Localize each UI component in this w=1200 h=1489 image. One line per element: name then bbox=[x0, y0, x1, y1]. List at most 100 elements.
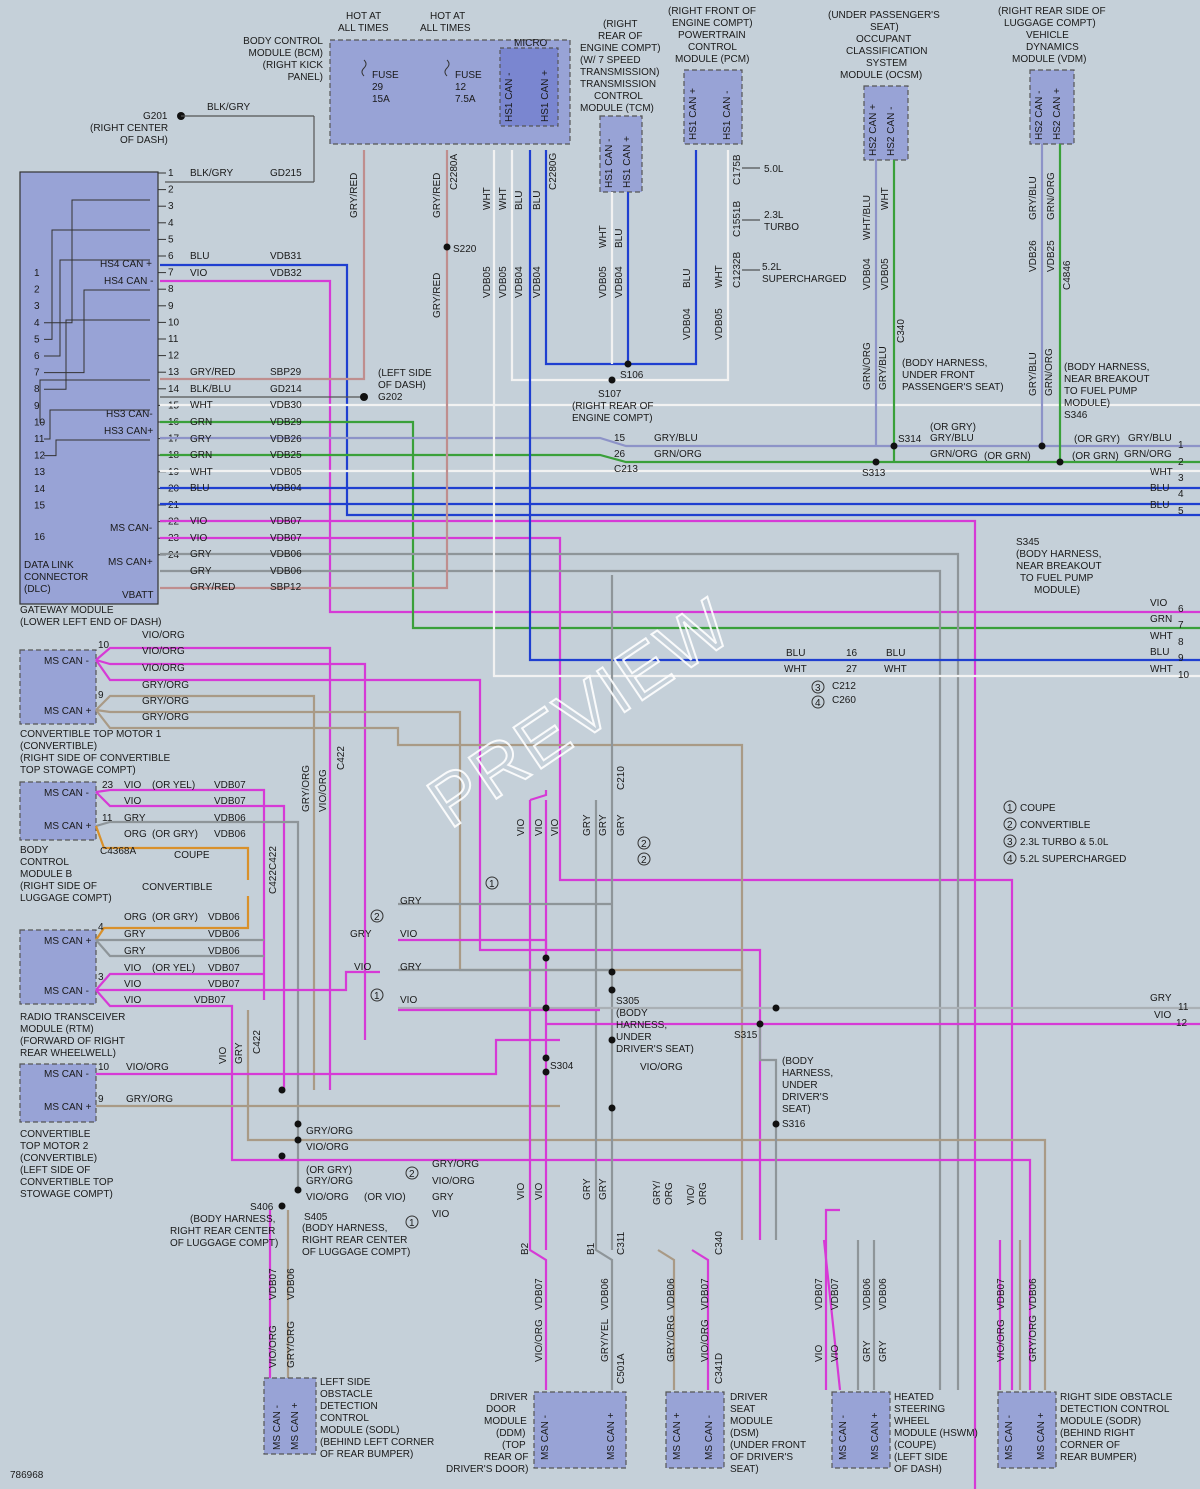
dlc-link bbox=[44, 229, 150, 340]
svg-text:WHT: WHT bbox=[598, 225, 609, 248]
svg-text:OBSTACLE: OBSTACLE bbox=[320, 1389, 373, 1400]
svg-text:BLU: BLU bbox=[786, 648, 805, 659]
svg-text:HS2 CAN +: HS2 CAN + bbox=[868, 104, 879, 156]
svg-text:S305: S305 bbox=[616, 996, 640, 1007]
svg-text:OF LUGGAGE COMPT): OF LUGGAGE COMPT) bbox=[302, 1247, 410, 1258]
svg-text:(OR YEL): (OR YEL) bbox=[152, 963, 195, 974]
svg-text:C340: C340 bbox=[896, 319, 907, 343]
svg-text:ORG: ORG bbox=[664, 1182, 675, 1205]
gateway-pin: 2 bbox=[168, 185, 174, 196]
wire-bcmb-vio-2 bbox=[95, 791, 286, 1090]
svg-text:(BODY HARNESS,: (BODY HARNESS, bbox=[1016, 549, 1101, 560]
svg-text:4: 4 bbox=[815, 698, 821, 709]
svg-text:(RIGHT REAR OF: (RIGHT REAR OF bbox=[572, 401, 653, 412]
gateway-pin: 19 bbox=[168, 467, 180, 478]
svg-text:GRY/RED: GRY/RED bbox=[432, 273, 443, 318]
svg-text:VDB07: VDB07 bbox=[214, 780, 246, 791]
svg-text:VDB04: VDB04 bbox=[682, 308, 693, 340]
trunk-vio-b bbox=[528, 800, 548, 1390]
pcm-box bbox=[683, 69, 743, 145]
svg-text:DRIVER'S SEAT): DRIVER'S SEAT) bbox=[616, 1044, 694, 1055]
svg-text:FUSE: FUSE bbox=[455, 70, 482, 81]
wire-vdb26-gry bbox=[160, 436, 1200, 448]
right-wire-color: BLU bbox=[1150, 500, 1169, 511]
svg-text:OF DASH): OF DASH) bbox=[378, 380, 426, 391]
conv-top-motor-1-title: CONVERTIBLE TOP MOTOR 1(CONVERTIBLE) (RI… bbox=[20, 729, 171, 776]
svg-text:HS2 CAN +: HS2 CAN + bbox=[1052, 88, 1063, 140]
svg-text:HS3 CAN+: HS3 CAN+ bbox=[104, 426, 153, 437]
svg-text:(LEFT SIDE: (LEFT SIDE bbox=[378, 368, 432, 379]
ocsm-box bbox=[863, 85, 909, 161]
svg-text:GRY: GRY bbox=[582, 1178, 593, 1200]
bcm-title: BODY CONTROL MODULE (BCM) (RIGHT KICK PA… bbox=[243, 36, 323, 83]
gateway-wire-color: BLU bbox=[190, 251, 209, 262]
dsm-box bbox=[665, 1391, 725, 1469]
conv-top-motor-2-box bbox=[19, 1063, 97, 1123]
svg-text:S315: S315 bbox=[734, 1030, 758, 1041]
svg-text:VIO/ORG: VIO/ORG bbox=[142, 646, 185, 657]
gateway-pin: 4 bbox=[168, 218, 174, 229]
svg-text:11: 11 bbox=[102, 813, 113, 824]
svg-text:VDB07: VDB07 bbox=[214, 796, 246, 807]
gateway-pin: 3 bbox=[168, 201, 174, 212]
svg-text:9: 9 bbox=[98, 690, 104, 701]
wire-vdb25-grn bbox=[160, 453, 1200, 464]
svg-text:(OR GRY): (OR GRY) bbox=[930, 422, 976, 433]
svg-text:VDB06: VDB06 bbox=[862, 1278, 873, 1310]
svg-text:VIO: VIO bbox=[124, 995, 141, 1006]
svg-text:VDB07: VDB07 bbox=[194, 995, 226, 1006]
svg-text:MS CAN -: MS CAN - bbox=[272, 1405, 283, 1450]
right-wire-number: 9 bbox=[1178, 653, 1184, 664]
svg-text:7.5A: 7.5A bbox=[455, 94, 476, 105]
svg-text:REAR BUMPER): REAR BUMPER) bbox=[1060, 1452, 1137, 1463]
svg-text:STEERING: STEERING bbox=[894, 1404, 945, 1415]
svg-text:C311: C311 bbox=[616, 1231, 627, 1255]
right-wire-color: VIO bbox=[1150, 598, 1167, 609]
svg-text:(COUPE): (COUPE) bbox=[894, 1440, 936, 1451]
wire-vdb31-blu bbox=[160, 263, 1200, 517]
svg-text:1: 1 bbox=[374, 991, 380, 1002]
svg-text:27: 27 bbox=[846, 664, 858, 675]
svg-text:MS CAN +: MS CAN + bbox=[672, 1412, 683, 1460]
svg-text:C213: C213 bbox=[614, 464, 638, 475]
svg-text:B2: B2 bbox=[520, 1242, 531, 1255]
svg-text:C4846: C4846 bbox=[1062, 260, 1073, 290]
svg-text:BLK/GRY: BLK/GRY bbox=[207, 102, 250, 113]
legend-number: 1 bbox=[1007, 803, 1013, 814]
svg-text:OF DRIVER'S: OF DRIVER'S bbox=[730, 1452, 793, 1463]
svg-text:DRIVER'S DOOR): DRIVER'S DOOR) bbox=[446, 1464, 528, 1475]
gateway-wire-color: BLU bbox=[190, 483, 209, 494]
svg-text:S220: S220 bbox=[453, 244, 477, 255]
svg-text:GRY/RED: GRY/RED bbox=[349, 173, 360, 218]
wire-vdb06-gry-b bbox=[160, 569, 942, 1390]
svg-text:C501A: C501A bbox=[616, 1353, 627, 1384]
wire-ctm1-gryorg-2 bbox=[95, 708, 744, 1240]
gateway-wire-circuit: VDB25 bbox=[270, 450, 302, 461]
top-wire-labels: GRY/RED GRY/RED GRY/RED C2280A C2280G WH… bbox=[349, 153, 1172, 706]
svg-text:MS CAN -: MS CAN - bbox=[44, 656, 89, 667]
svg-text:TO FUEL PUMP: TO FUEL PUMP bbox=[1064, 386, 1138, 397]
svg-text:OF DASH): OF DASH) bbox=[120, 135, 168, 146]
svg-text:VIO: VIO bbox=[218, 1047, 229, 1064]
dlc-pin: 9 bbox=[34, 401, 40, 412]
svg-text:WHT: WHT bbox=[884, 664, 907, 675]
engine-5-0: 5.0L bbox=[764, 164, 784, 175]
svg-text:GRY: GRY bbox=[124, 929, 146, 940]
svg-text:HS2 CAN -: HS2 CAN - bbox=[1034, 91, 1045, 140]
svg-text:G201: G201 bbox=[143, 111, 168, 122]
svg-text:HARNESS,: HARNESS, bbox=[616, 1020, 667, 1031]
svg-text:(BEHIND LEFT CORNER: (BEHIND LEFT CORNER bbox=[320, 1437, 434, 1448]
svg-text:HS1 CAN +: HS1 CAN + bbox=[622, 136, 633, 188]
svg-text:(RIGHT SIDE OF CONVERTIBLE: (RIGHT SIDE OF CONVERTIBLE bbox=[20, 753, 171, 764]
svg-text:NEAR BREAKOUT: NEAR BREAKOUT bbox=[1064, 374, 1150, 385]
svg-text:MODULE B: MODULE B bbox=[20, 869, 73, 880]
svg-text:VIO/ORG: VIO/ORG bbox=[142, 663, 185, 674]
svg-text:VDB26: VDB26 bbox=[1028, 240, 1039, 272]
hs1-plus-label: HS1 CAN + bbox=[540, 70, 551, 122]
